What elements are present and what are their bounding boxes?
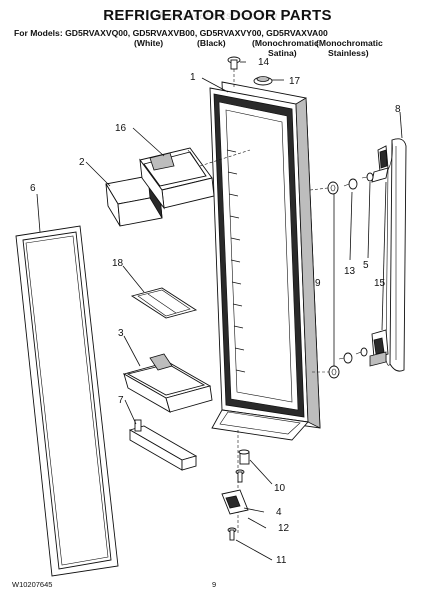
handle-spacer-top — [327, 181, 339, 195]
callout-11: 11 — [276, 555, 287, 566]
callout-13: 13 — [344, 266, 356, 277]
variant-line2: Stainless) — [328, 48, 369, 58]
top-screw — [227, 56, 241, 88]
dairy-bin — [139, 147, 215, 210]
callout-10: 10 — [274, 483, 286, 494]
door-handle — [385, 138, 407, 372]
callouts: 1 2 3 4 5 6 7 8 9 10 11 12 13 14 15 16 1… — [30, 57, 401, 566]
door-bin-ribs — [226, 149, 246, 373]
callout-15: 15 — [374, 278, 386, 289]
callout-5: 5 — [363, 260, 369, 271]
door-bin — [122, 353, 213, 413]
callout-2: 2 — [79, 157, 85, 168]
top-hinge-cover — [253, 76, 273, 86]
handle-screw-bottom — [355, 347, 368, 357]
hinge-pin-upper — [235, 469, 245, 483]
handle-stud-top — [343, 178, 358, 190]
page-number: 9 — [212, 580, 217, 589]
hinge-bushing — [238, 449, 250, 465]
callout-12: 12 — [278, 523, 290, 534]
callout-14: 14 — [258, 57, 270, 68]
handle-mount-top — [371, 145, 389, 183]
handle-mount-bottom — [369, 329, 389, 367]
callout-7: 7 — [118, 395, 124, 406]
callout-4: 4 — [276, 507, 282, 518]
variant-line1: (Black) — [197, 38, 226, 48]
variant-line2: Satina) — [268, 48, 297, 58]
door-shelf — [128, 419, 198, 471]
hinge-screw — [227, 527, 237, 541]
callout-16: 16 — [115, 123, 127, 134]
variant-line1: (White) — [134, 38, 164, 48]
callout-1: 1 — [190, 72, 196, 83]
callout-9: 9 — [315, 278, 321, 289]
callout-6: 6 — [30, 183, 36, 194]
variant-line1: (Monochromatic — [316, 38, 383, 48]
variant-stainless: (Monochromatic Stainless) — [316, 38, 383, 58]
callout-3: 3 — [118, 328, 124, 339]
callout-17: 17 — [289, 76, 301, 87]
handle-screw-top — [361, 172, 374, 182]
variant-black: (Black) — [197, 38, 226, 48]
variant-satina: (Monochromatic Satina) — [252, 38, 319, 58]
handle-stud-bottom — [338, 352, 353, 364]
door-gasket — [15, 225, 119, 577]
watermark: AppliancePartsPros.com — [157, 11, 278, 22]
bottom-hinge — [221, 489, 249, 515]
handle-spacer-bottom — [328, 365, 340, 379]
door-assembly — [209, 81, 321, 441]
callout-18: 18 — [112, 258, 124, 269]
callout-8: 8 — [395, 104, 401, 115]
door-shelf-insert — [130, 287, 198, 319]
variant-white: (White) — [134, 38, 163, 48]
models-line: For Models: GD5RVAXVQ00, GD5RVAXVB00, GD… — [14, 28, 328, 38]
document-number: W10207645 — [12, 580, 53, 589]
leader-lines — [36, 61, 403, 561]
page-title: REFRIGERATOR DOOR PARTS — [103, 7, 332, 24]
variant-line1: (Monochromatic — [252, 38, 319, 48]
